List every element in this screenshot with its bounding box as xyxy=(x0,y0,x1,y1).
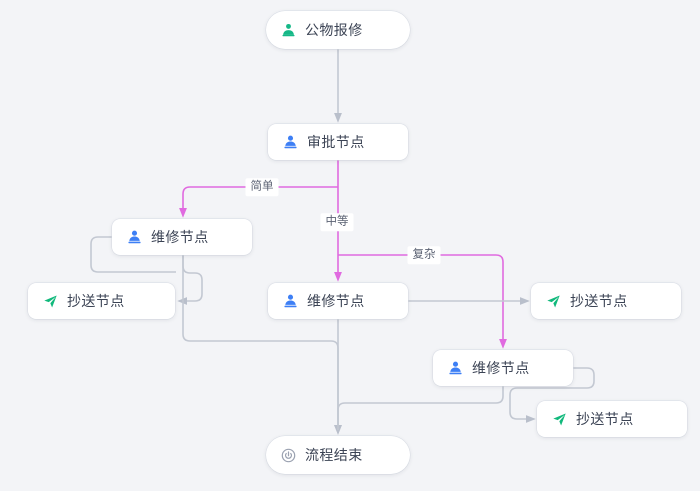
node-fix3[interactable]: 维修节点 xyxy=(433,350,573,386)
user-approve-icon xyxy=(447,360,463,376)
user-approve-icon xyxy=(282,293,298,309)
edge-label-complex[interactable]: 复杂 xyxy=(407,246,441,264)
node-cc2-label: 抄送节点 xyxy=(570,293,628,309)
edge-fix3-to-end xyxy=(337,386,504,430)
node-fix1[interactable]: 维修节点 xyxy=(112,219,252,255)
node-start-label: 公物报修 xyxy=(305,22,363,38)
edge-fix1-loop-to-cc1 xyxy=(177,255,203,305)
send-icon xyxy=(545,293,561,309)
edge-label-simple[interactable]: 简单 xyxy=(245,178,279,196)
node-cc1-label: 抄送节点 xyxy=(67,293,125,309)
user-start-icon xyxy=(280,22,296,38)
node-cc2[interactable]: 抄送节点 xyxy=(531,283,681,319)
node-fix2-label: 维修节点 xyxy=(307,293,365,309)
send-icon xyxy=(551,411,567,427)
node-cc3-label: 抄送节点 xyxy=(576,411,634,427)
send-icon xyxy=(42,293,58,309)
edge-fix1-to-end xyxy=(182,255,342,435)
node-cc3[interactable]: 抄送节点 xyxy=(537,401,687,437)
node-cc1[interactable]: 抄送节点 xyxy=(28,283,175,319)
node-end[interactable]: 流程结束 xyxy=(266,436,410,474)
edge-label-medium[interactable]: 中等 xyxy=(320,213,354,231)
user-approve-icon xyxy=(282,134,298,150)
node-fix3-label: 维修节点 xyxy=(472,360,530,376)
power-end-icon xyxy=(280,447,296,463)
node-fix1-label: 维修节点 xyxy=(151,229,209,245)
node-approve-label: 审批节点 xyxy=(307,134,365,150)
node-fix2[interactable]: 维修节点 xyxy=(268,283,408,319)
user-approve-icon xyxy=(126,229,142,245)
node-end-label: 流程结束 xyxy=(305,447,363,463)
node-start[interactable]: 公物报修 xyxy=(266,11,410,49)
node-approve[interactable]: 审批节点 xyxy=(268,124,408,160)
